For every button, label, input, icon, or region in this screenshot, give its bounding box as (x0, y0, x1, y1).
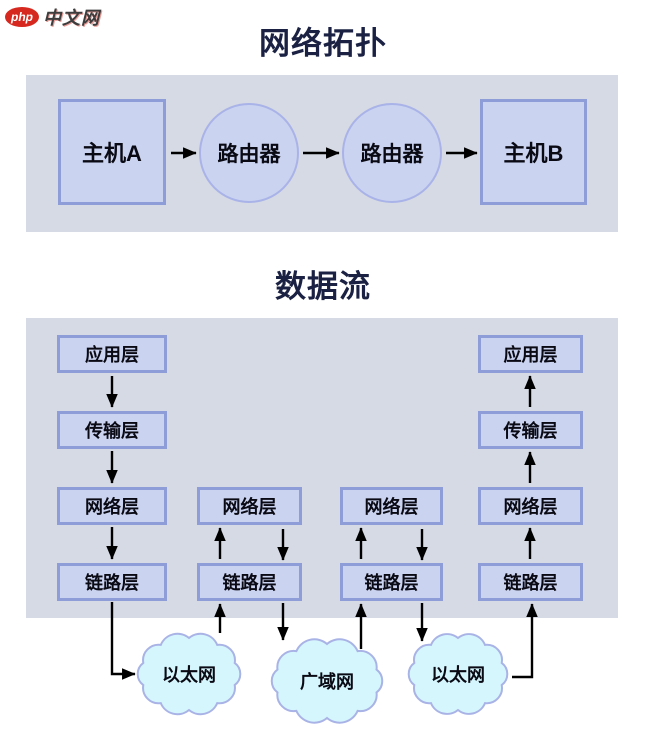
layer-hostb-transport: 传输层 (478, 411, 583, 449)
cloud-shape (136, 632, 242, 716)
node-host-b: 主机B (480, 99, 587, 205)
layer-hosta-application: 应用层 (57, 335, 167, 373)
logo-text: 中文网 (43, 8, 100, 28)
layer-router2-network: 网络层 (340, 487, 443, 525)
php-logo-icon: php (5, 7, 39, 27)
layer-hosta-link: 链路层 (57, 563, 167, 601)
cloud-shape (270, 638, 384, 724)
cloud-label: 以太网 (162, 665, 216, 685)
node-router-1: 路由器 (199, 103, 299, 203)
layer-hosta-transport: 传输层 (57, 411, 167, 449)
cloud-shape (407, 633, 509, 715)
layer-hostb-application: 应用层 (478, 335, 583, 373)
layer-hostb-network: 网络层 (478, 487, 583, 525)
layer-router1-network: 网络层 (197, 487, 302, 525)
layer-router2-link: 链路层 (340, 563, 443, 601)
cloud-label: 以太网 (431, 665, 485, 685)
cloud-ethernet-2: 以太网 (396, 622, 520, 726)
cloud-ethernet-1: 以太网 (125, 622, 253, 726)
site-logo: php 中文网 (5, 4, 100, 30)
topology-title: 网络拓扑 (259, 26, 387, 61)
layer-router1-link: 链路层 (197, 563, 302, 601)
layer-hosta-network: 网络层 (57, 487, 167, 525)
layer-hostb-link: 链路层 (478, 563, 583, 601)
dataflow-title: 数据流 (275, 269, 371, 304)
node-router-2: 路由器 (342, 103, 442, 203)
node-host-a: 主机A (58, 99, 166, 205)
cloud-wan: 广域网 (261, 628, 393, 734)
cloud-label: 广域网 (300, 672, 354, 692)
